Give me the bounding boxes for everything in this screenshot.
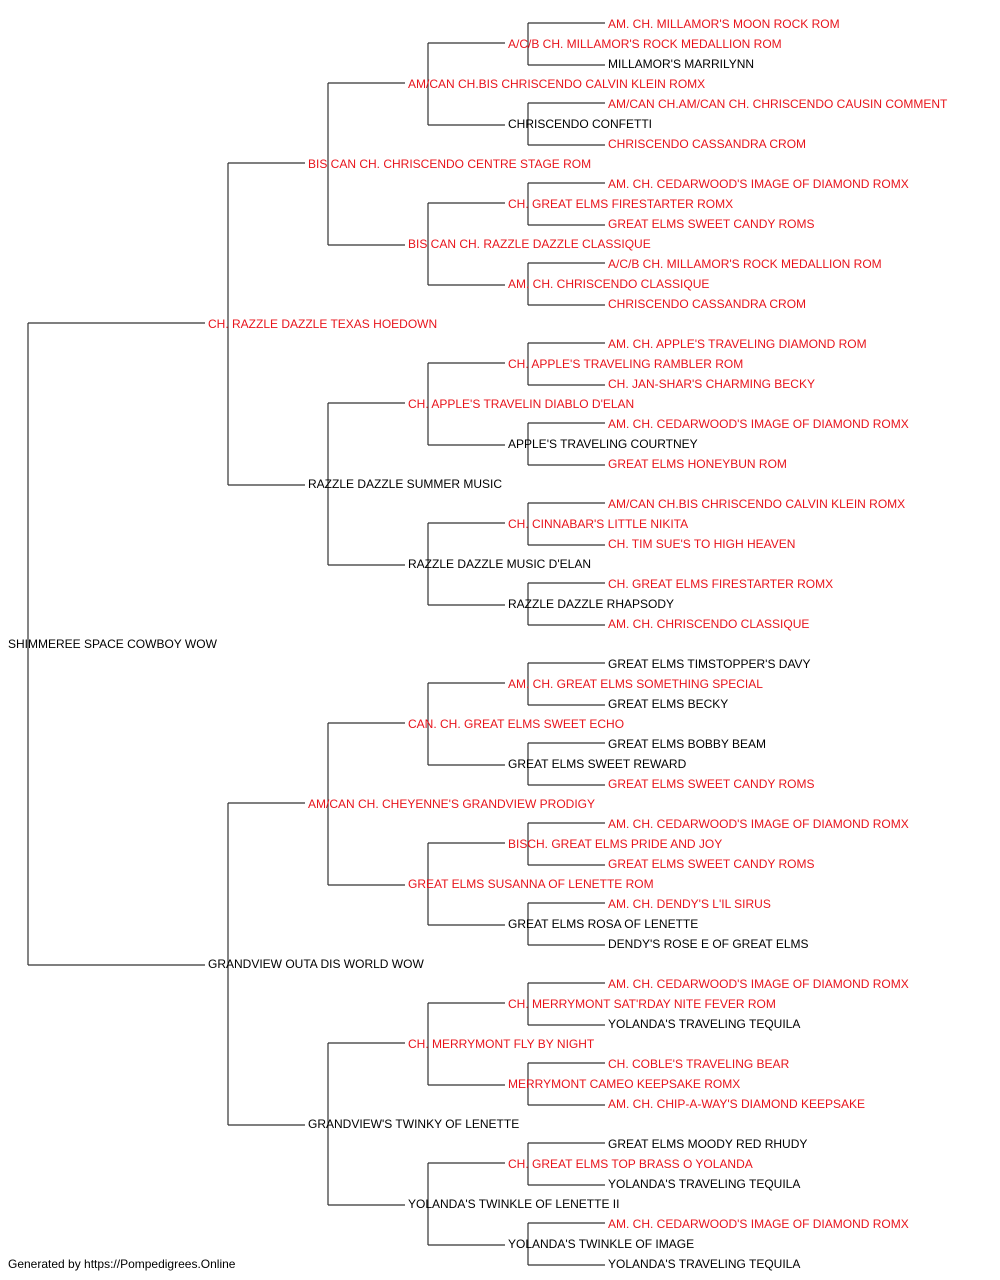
dog-name-sire-sire-sire-dam-sire: AM/CAN CH.AM/CAN CH. CHRISCENDO CAUSIN C… xyxy=(608,97,948,111)
dog-name-subject: SHIMMEREE SPACE COWBOY WOW xyxy=(8,637,217,651)
dog-name-sire-sire-sire-sire-sire: AM. CH. MILLAMOR'S MOON ROCK ROM xyxy=(608,17,840,31)
dog-name-dam-dam-dam: YOLANDA'S TWINKLE OF LENETTE II xyxy=(408,1197,620,1211)
dog-name-sire-dam-sire-sire-sire: AM. CH. APPLE'S TRAVELING DIAMOND ROM xyxy=(608,337,867,351)
dog-name-dam-dam: GRANDVIEW'S TWINKY OF LENETTE xyxy=(308,1117,520,1131)
dog-name-sire-dam-sire-dam-dam: GREAT ELMS HONEYBUN ROM xyxy=(608,457,787,471)
dog-name-sire-sire-sire-sire-dam: MILLAMOR'S MARRILYNN xyxy=(608,57,755,71)
dog-name-sire-sire-dam: BIS CAN CH. RAZZLE DAZZLE CLASSIQUE xyxy=(408,237,651,251)
dog-name-dam-sire-sire-dam-dam: GREAT ELMS SWEET CANDY ROMS xyxy=(608,777,815,791)
dog-name-sire-dam-dam-dam-sire: CH. GREAT ELMS FIRESTARTER ROMX xyxy=(608,577,834,591)
dog-name-dam-sire-sire-sire-sire: GREAT ELMS TIMSTOPPER'S DAVY xyxy=(608,657,811,671)
dog-name-dam-sire-sire-sire: AM. CH. GREAT ELMS SOMETHING SPECIAL xyxy=(508,677,763,691)
dog-name-sire-sire-dam-dam-dam: CHRISCENDO CASSANDRA CROM xyxy=(608,297,807,311)
dog-name-sire-dam-sire-sire: CH. APPLE'S TRAVELING RAMBLER ROM xyxy=(508,357,744,371)
dog-name-sire-sire-sire-dam: CHRISCENDO CONFETTI xyxy=(508,117,652,131)
dog-name-dam-sire-dam-sire-sire: AM. CH. CEDARWOOD'S IMAGE OF DIAMOND ROM… xyxy=(608,817,909,831)
dog-name-dam-dam-dam-dam-sire: AM. CH. CEDARWOOD'S IMAGE OF DIAMOND ROM… xyxy=(608,1217,909,1231)
dog-name-dam-dam-dam-sire-sire: GREAT ELMS MOODY RED RHUDY xyxy=(608,1137,808,1151)
dog-name-sire-sire-dam-sire: CH. GREAT ELMS FIRESTARTER ROMX xyxy=(508,197,734,211)
dog-name-sire-dam-dam-dam: RAZZLE DAZZLE RHAPSODY xyxy=(508,597,675,611)
dog-name-sire-dam-dam-sire-dam: CH. TIM SUE'S TO HIGH HEAVEN xyxy=(608,537,796,551)
dog-name-dam-sire-sire-dam: GREAT ELMS SWEET REWARD xyxy=(508,757,687,771)
dog-name-sire-dam: RAZZLE DAZZLE SUMMER MUSIC xyxy=(308,477,503,491)
dog-name-sire-sire: BIS CAN CH. CHRISCENDO CENTRE STAGE ROM xyxy=(308,157,592,171)
generated-by-footer: Generated by https://Pompedigrees.Online xyxy=(8,1257,236,1271)
dog-name-dam-dam-dam-dam-dam: YOLANDA'S TRAVELING TEQUILA xyxy=(608,1257,801,1271)
dog-name-sire-dam-dam-dam-dam: AM. CH. CHRISCENDO CLASSIQUE xyxy=(608,617,810,631)
dog-name-dam-dam-dam-dam: YOLANDA'S TWINKLE OF IMAGE xyxy=(508,1237,695,1251)
dog-name-sire-dam-sire: CH. APPLE'S TRAVELIN DIABLO D'ELAN xyxy=(408,397,635,411)
dog-name-sire: CH. RAZZLE DAZZLE TEXAS HOEDOWN xyxy=(208,317,438,331)
dog-name-dam-sire-dam-sire: BISCH. GREAT ELMS PRIDE AND JOY xyxy=(508,837,723,851)
dog-name-dam: GRANDVIEW OUTA DIS WORLD WOW xyxy=(208,957,424,971)
dog-name-dam-sire-sire-dam-sire: GREAT ELMS BOBBY BEAM xyxy=(608,737,767,751)
dog-name-sire-sire-sire-sire: A/C/B CH. MILLAMOR'S ROCK MEDALLION ROM xyxy=(508,37,782,51)
dog-name-dam-sire: AM/CAN CH. CHEYENNE'S GRANDVIEW PRODIGY xyxy=(308,797,595,811)
dog-name-sire-dam-sire-dam: APPLE'S TRAVELING COURTNEY xyxy=(508,437,698,451)
dog-name-sire-sire-dam-sire-dam: GREAT ELMS SWEET CANDY ROMS xyxy=(608,217,815,231)
dog-name-sire-dam-dam-sire-sire: AM/CAN CH.BIS CHRISCENDO CALVIN KLEIN RO… xyxy=(608,497,906,511)
dog-name-sire-dam-dam: RAZZLE DAZZLE MUSIC D'ELAN xyxy=(408,557,591,571)
dog-name-dam-dam-sire-sire-dam: YOLANDA'S TRAVELING TEQUILA xyxy=(608,1017,801,1031)
dog-name-sire-dam-dam-sire: CH. CINNABAR'S LITTLE NIKITA xyxy=(508,517,689,531)
dog-name-dam-dam-sire-dam-dam: AM. CH. CHIP-A-WAY'S DIAMOND KEEPSAKE xyxy=(608,1097,865,1111)
dog-name-dam-sire-dam: GREAT ELMS SUSANNA OF LENETTE ROM xyxy=(408,877,654,891)
dog-name-sire-sire-dam-dam: AM. CH. CHRISCENDO CLASSIQUE xyxy=(508,277,710,291)
dog-name-dam-sire-dam-dam-dam: DENDY'S ROSE E OF GREAT ELMS xyxy=(608,937,809,951)
dog-name-sire-sire-sire: AM/CAN CH.BIS CHRISCENDO CALVIN KLEIN RO… xyxy=(408,77,706,91)
dog-name-dam-sire-dam-sire-dam: GREAT ELMS SWEET CANDY ROMS xyxy=(608,857,815,871)
dog-name-dam-dam-sire-sire-sire: AM. CH. CEDARWOOD'S IMAGE OF DIAMOND ROM… xyxy=(608,977,909,991)
dog-name-dam-sire-dam-dam: GREAT ELMS ROSA OF LENETTE xyxy=(508,917,699,931)
dog-name-dam-dam-sire-dam: MERRYMONT CAMEO KEEPSAKE ROMX xyxy=(508,1077,741,1091)
dog-name-sire-dam-sire-dam-sire: AM. CH. CEDARWOOD'S IMAGE OF DIAMOND ROM… xyxy=(608,417,909,431)
dog-name-sire-dam-sire-sire-dam: CH. JAN-SHAR'S CHARMING BECKY xyxy=(608,377,815,391)
dog-name-dam-dam-dam-sire-dam: YOLANDA'S TRAVELING TEQUILA xyxy=(608,1177,801,1191)
dog-name-dam-sire-sire-sire-dam: GREAT ELMS BECKY xyxy=(608,697,729,711)
dog-name-sire-sire-dam-dam-sire: A/C/B CH. MILLAMOR'S ROCK MEDALLION ROM xyxy=(608,257,882,271)
dog-name-dam-dam-dam-sire: CH. GREAT ELMS TOP BRASS O YOLANDA xyxy=(508,1157,753,1171)
dog-name-sire-sire-dam-sire-sire: AM. CH. CEDARWOOD'S IMAGE OF DIAMOND ROM… xyxy=(608,177,909,191)
dog-name-dam-dam-sire-dam-sire: CH. COBLE'S TRAVELING BEAR xyxy=(608,1057,790,1071)
dog-name-dam-dam-sire: CH. MERRYMONT FLY BY NIGHT xyxy=(408,1037,595,1051)
dog-name-sire-sire-sire-dam-dam: CHRISCENDO CASSANDRA CROM xyxy=(608,137,807,151)
dog-name-dam-dam-sire-sire: CH. MERRYMONT SAT'RDAY NITE FEVER ROM xyxy=(508,997,776,1011)
dog-name-dam-sire-dam-dam-sire: AM. CH. DENDY'S L'IL SIRUS xyxy=(608,897,771,911)
dog-name-dam-sire-sire: CAN. CH. GREAT ELMS SWEET ECHO xyxy=(408,717,625,731)
